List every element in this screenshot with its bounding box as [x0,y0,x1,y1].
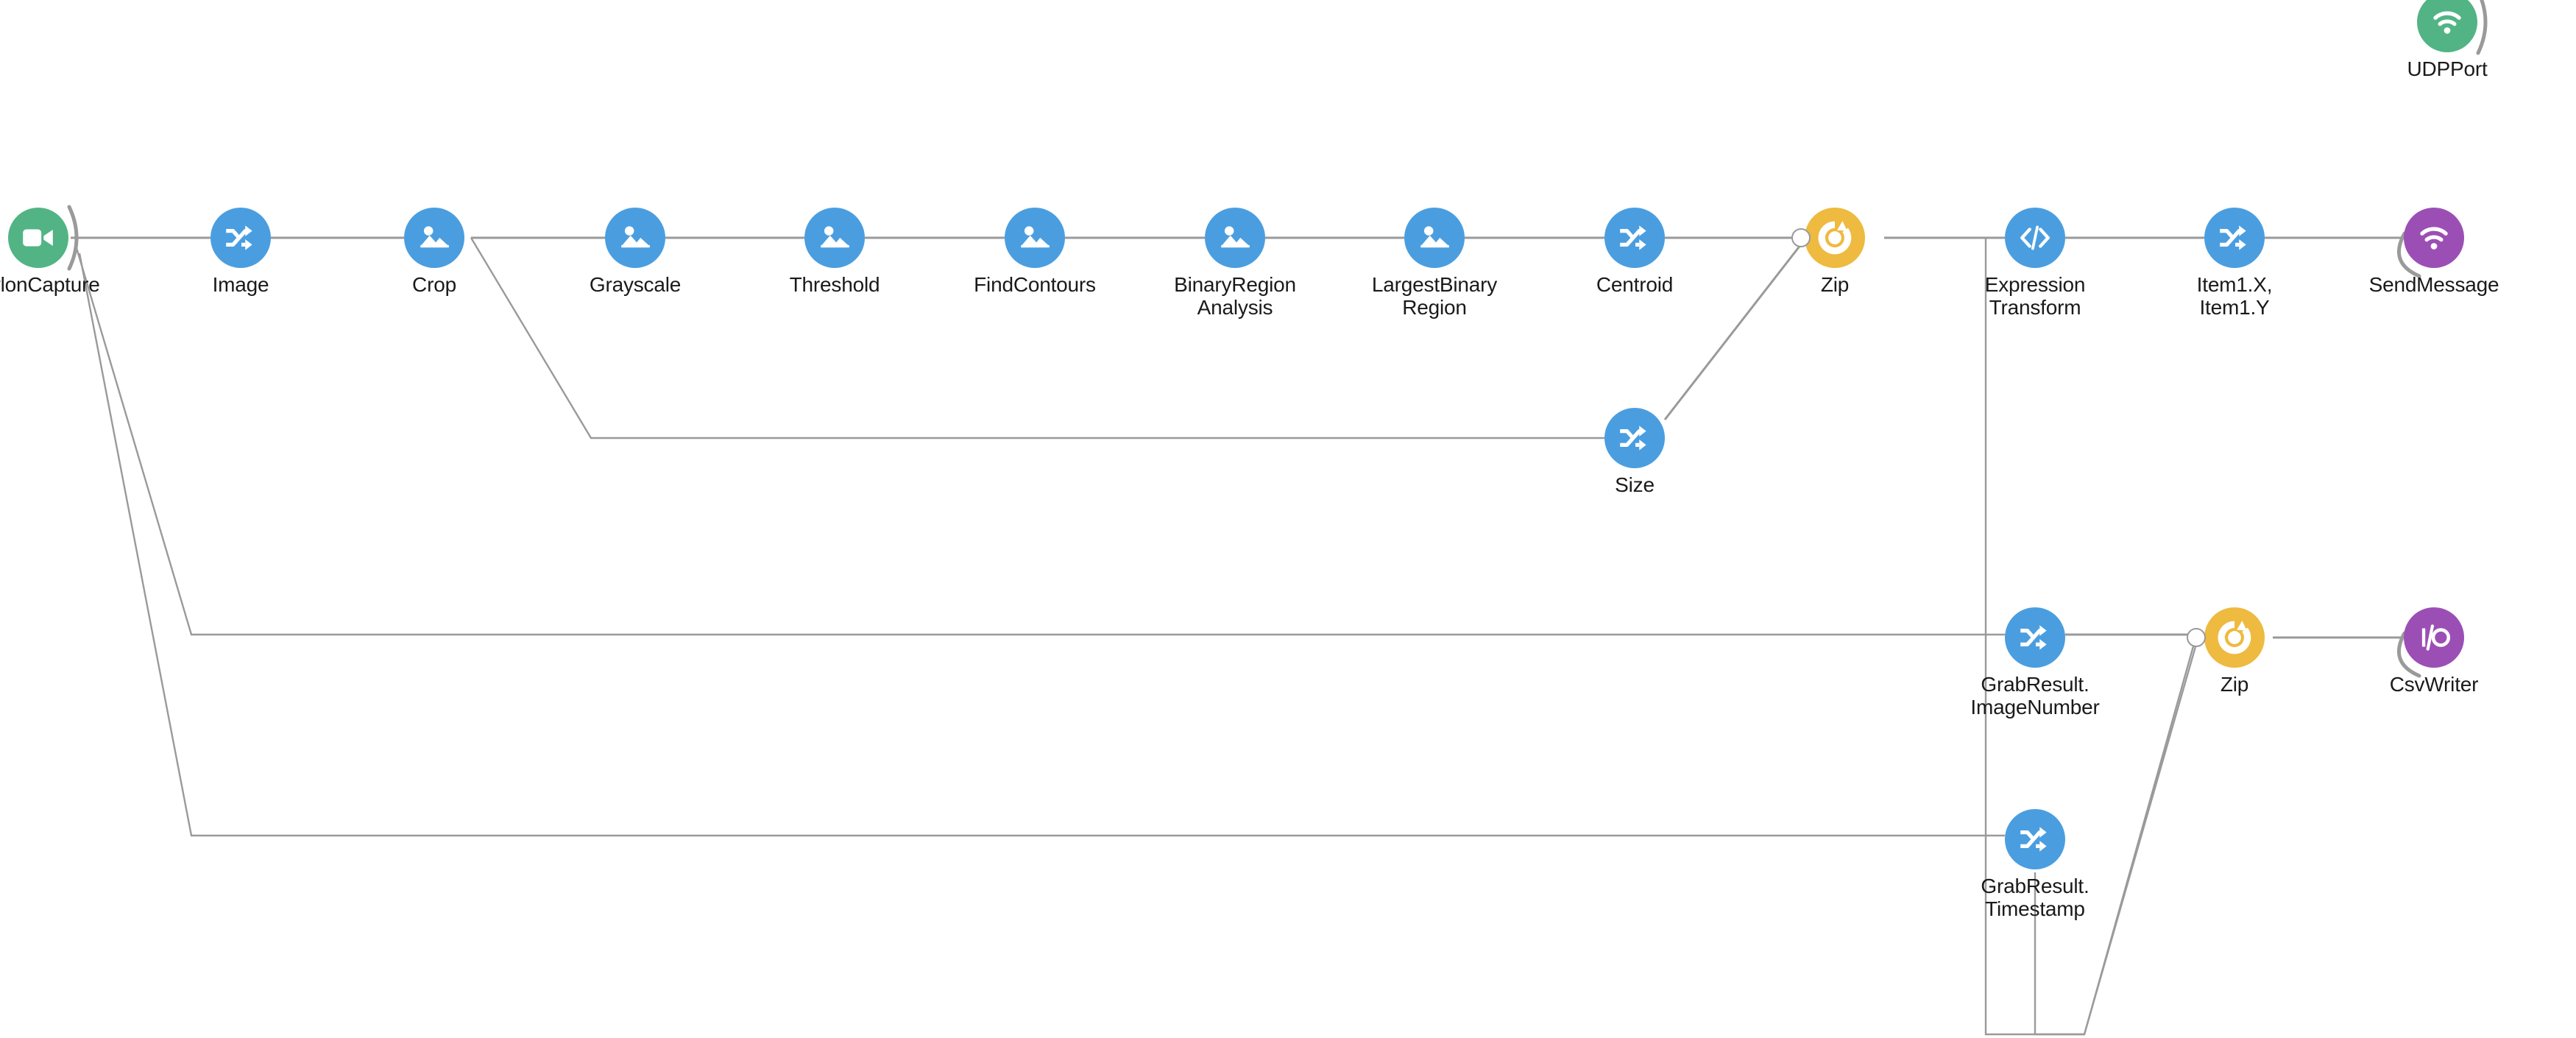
node-label-threshold: Threshold [789,273,880,296]
node-label-grabresult-timestamp: GrabResult. Timestamp [1981,875,2090,921]
io-icon[interactable] [2404,607,2464,668]
wifi-icon[interactable] [2417,0,2477,52]
photo-icon[interactable] [1205,208,1265,268]
node-label-pyloncapture: PylonCapture [0,273,100,296]
wire-size-to-zip-top[interactable] [1663,244,1802,420]
photo-icon[interactable] [605,208,665,268]
zip-icon[interactable] [1805,208,1865,268]
wifi-icon[interactable] [2404,208,2464,268]
photo-icon[interactable] [1404,208,1465,268]
node-label-grabresult-imagenumber: GrabResult. ImageNumber [1970,673,2100,719]
code-icon[interactable] [2005,208,2065,268]
node-label-findcontours: FindContours [974,273,1096,296]
node-label-expressiontransform: Expression Transform [1984,273,2086,319]
shuffle-icon[interactable] [2204,208,2265,268]
shuffle-icon[interactable] [1604,208,1665,268]
node-arc-udpport [2476,0,2488,55]
node-label-zip-bottom: Zip [2220,673,2249,696]
node-label-size: Size [1615,473,1655,496]
shuffle-icon[interactable] [2005,809,2065,869]
node-arc-pyloncapture [67,205,79,271]
node-label-udpport: UDPPort [2407,57,2488,80]
node-label-sendmessage: SendMessage [2368,273,2499,296]
node-label-item1xy: Item1.X, Item1.Y [2196,273,2273,319]
node-label-zip-top: Zip [1820,273,1850,296]
shuffle-icon[interactable] [210,208,271,268]
zip-icon[interactable] [2204,607,2265,668]
shuffle-icon[interactable] [2005,607,2065,668]
node-label-largestbinaryregion: LargestBinary Region [1371,273,1498,319]
node-label-binaryregionanalysis: BinaryRegion Analysis [1174,273,1296,319]
node-label-crop: Crop [412,273,456,296]
wire-pyloncapture-to-grabresult-timestamp[interactable] [78,253,2005,837]
node-label-centroid: Centroid [1596,273,1674,296]
connector-dot-zip-bottom-input[interactable] [2187,628,2206,647]
node-label-grayscale: Grayscale [589,273,682,296]
node-label-csvwriter: CsvWriter [2389,673,2479,696]
camera-icon[interactable] [8,208,68,268]
wire-pyloncapture-to-grabresult-imagenumber[interactable] [75,247,2005,636]
shuffle-icon[interactable] [1604,408,1665,468]
connector-dot-zip-top-input[interactable] [1791,228,1811,247]
photo-icon[interactable] [404,208,464,268]
photo-icon[interactable] [1005,208,1065,268]
photo-icon[interactable] [804,208,865,268]
node-label-image: Image [212,273,269,296]
